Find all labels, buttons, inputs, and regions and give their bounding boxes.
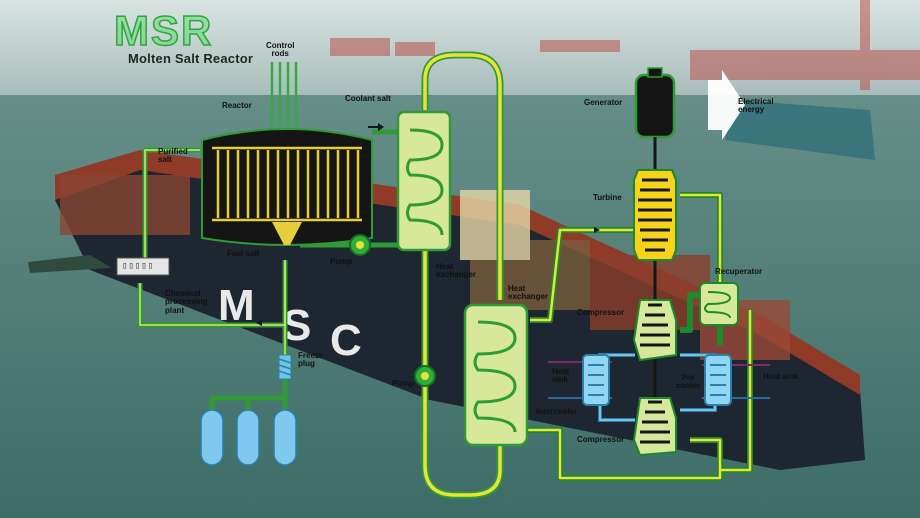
label-reactor: Reactor <box>222 101 252 110</box>
pre-cooler <box>704 354 732 406</box>
label-control-rods: Control rods <box>266 41 295 59</box>
label-turbine: Turbine <box>593 193 622 202</box>
compressor-1 <box>632 299 677 362</box>
electrical-energy-arrow <box>708 70 745 140</box>
freeze-plug <box>278 354 292 380</box>
hull-letter-c: C <box>330 316 362 365</box>
flow-arrows <box>256 123 600 326</box>
heat-exchanger-1 <box>396 110 452 252</box>
reactor-vessel <box>201 128 373 246</box>
emergency-dump-tanks <box>200 409 297 466</box>
label-purified-salt: Purified salt <box>158 147 188 165</box>
label-compressor-2: Compressor <box>577 435 625 444</box>
chemical-plant-box <box>116 257 170 276</box>
label-electrical-energy: Electrical energy <box>738 97 774 115</box>
label-intercooler: Intercooler <box>536 407 578 416</box>
label-pump-secondary: Pump <box>392 379 415 388</box>
label-heat-sink-left: Heat sink <box>552 367 570 385</box>
turbine <box>633 169 677 261</box>
port-cranes <box>330 0 920 90</box>
recuperator <box>699 282 739 326</box>
label-coolant-salt: Coolant salt <box>345 94 391 103</box>
ship-deck <box>55 150 860 395</box>
label-generator: Generator <box>584 98 623 107</box>
label-recuperator: Recuperator <box>715 267 763 276</box>
label-heat-sink-right: Heat sink <box>763 372 799 381</box>
label-pump-primary: Pump <box>330 257 353 266</box>
tug-boat <box>28 255 112 273</box>
pump-primary <box>349 234 371 256</box>
chemical-plant-display: ▯▯▯▯▯ <box>122 261 155 271</box>
diagram-subtitle: Molten Salt Reactor <box>128 51 254 66</box>
label-pre-cooler: Pre cooler <box>676 373 701 391</box>
label-chemical-plant: Chemical processing plant <box>165 289 208 315</box>
reactor-core-channels <box>216 150 360 218</box>
heat-exchanger-2 <box>463 303 529 447</box>
label-freeze-plug: Freeze plug <box>298 351 324 369</box>
hull-letter-m: M <box>218 281 255 330</box>
label-compressor-1: Compressor <box>577 308 625 317</box>
heat-sink-left <box>582 354 610 406</box>
compressor-2 <box>632 397 677 457</box>
fuel-salt-outlet <box>272 222 302 245</box>
primary-loop-inner <box>139 149 286 355</box>
generator <box>634 67 676 139</box>
label-heat-exchanger-2: Heat exchanger <box>508 284 549 302</box>
secondary-loop-core <box>423 53 502 497</box>
label-heat-exchanger-1: Heat exchanger <box>436 262 477 280</box>
diagram-title: MSR <box>113 7 214 54</box>
background-ship <box>725 100 875 160</box>
control-rods <box>270 62 298 128</box>
pump-secondary <box>414 365 436 387</box>
label-fuel-salt: Fuel salt <box>227 249 260 258</box>
